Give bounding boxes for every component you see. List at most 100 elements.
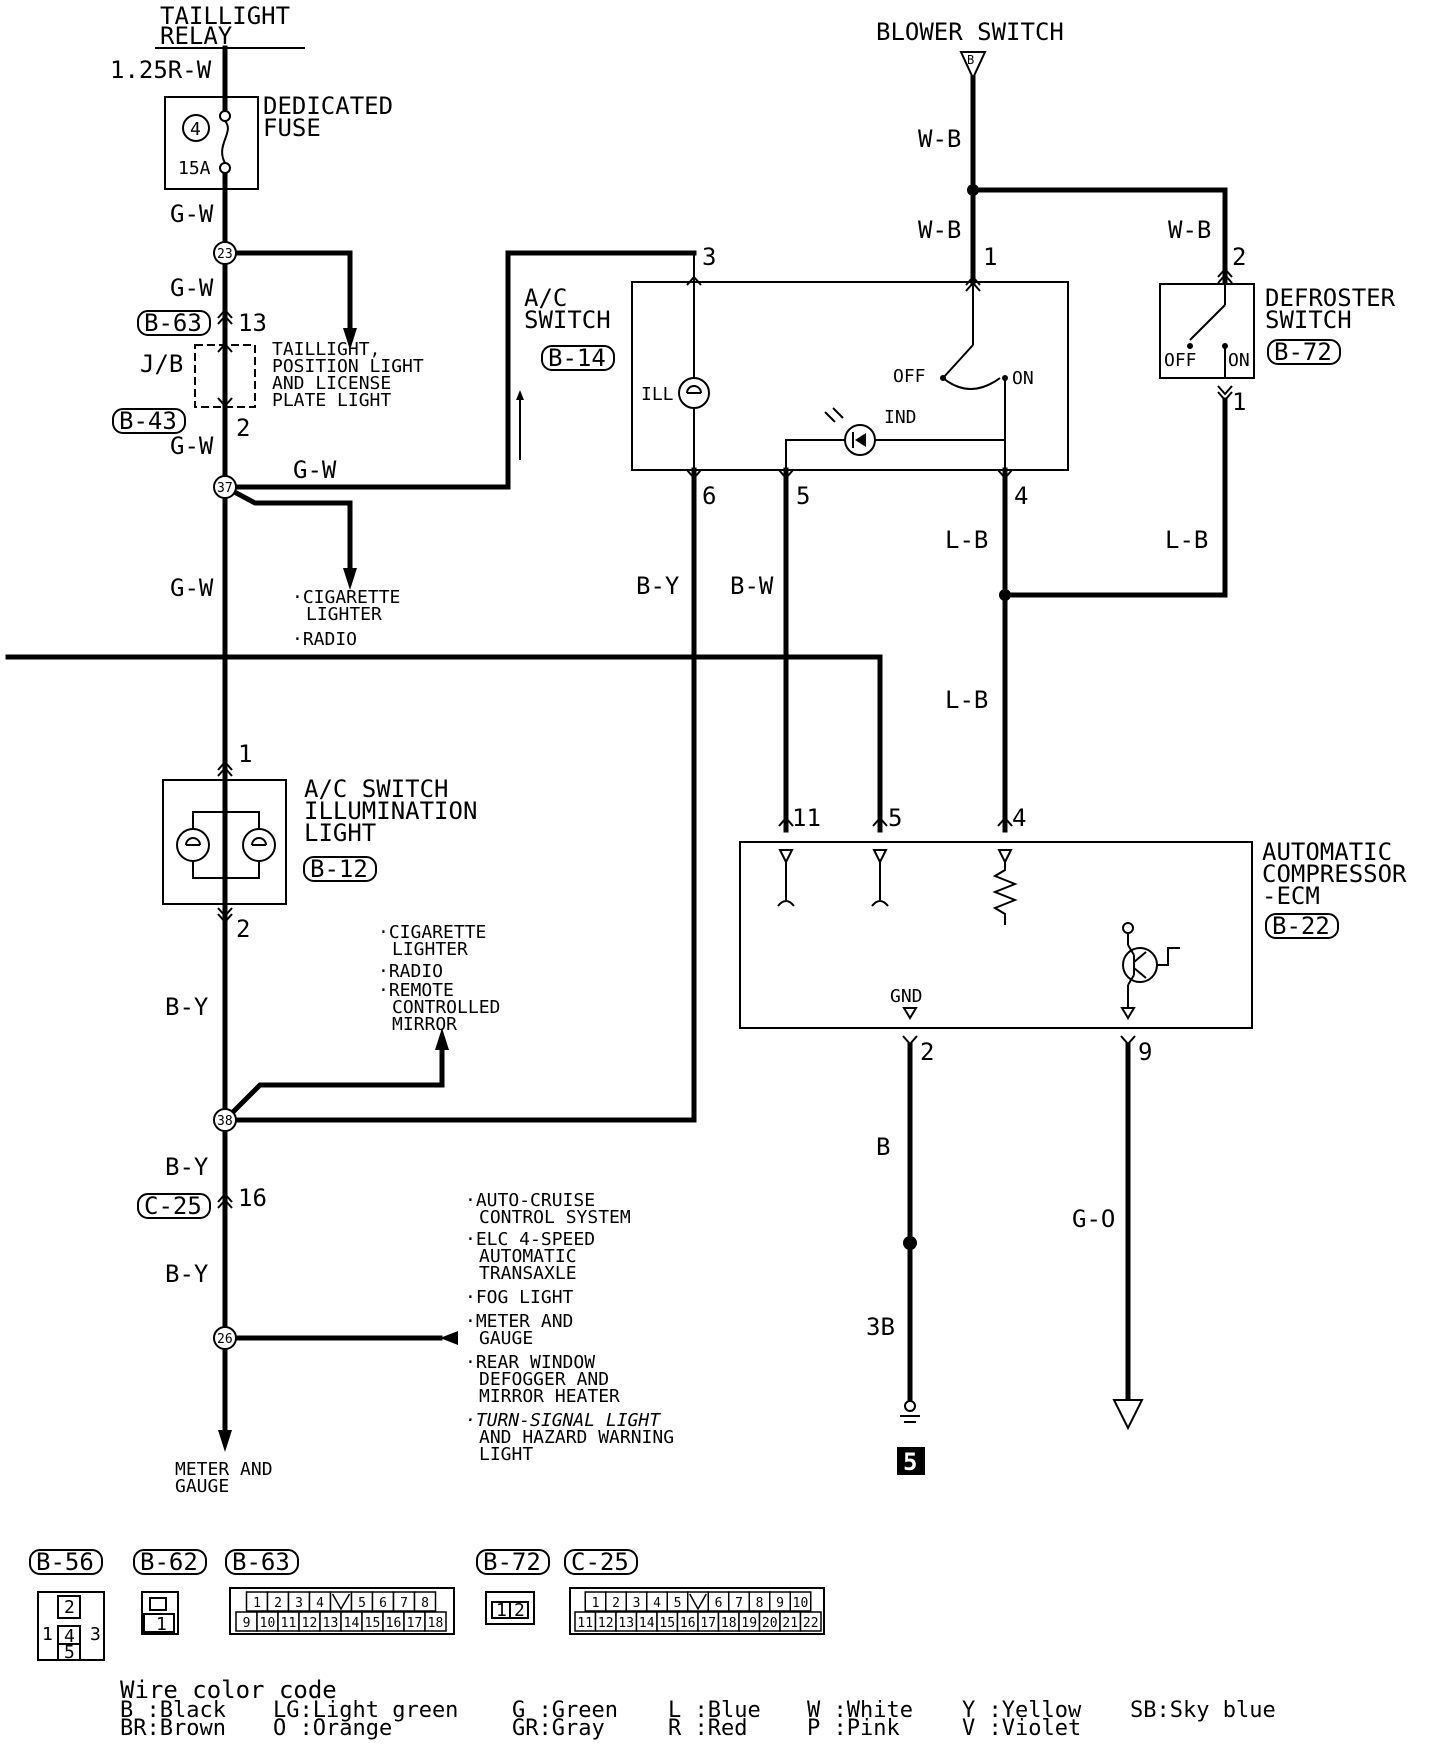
arrows: [218, 328, 524, 1452]
pin-cell: [413, 1591, 437, 1612]
color-code-entry: GR:Gray: [512, 1716, 605, 1741]
pin-label: 7: [735, 1596, 743, 1611]
fuse-rating: 15A: [178, 158, 211, 179]
pin-6: 6: [702, 482, 716, 510]
pin-4a: 4: [1014, 482, 1028, 510]
svg-text:PLATE LIGHT: PLATE LIGHT: [272, 390, 391, 411]
pin-cell: [424, 1611, 447, 1632]
pin-label: 4: [316, 1596, 324, 1611]
pin-label: 11: [577, 1616, 593, 1631]
color-code-entry: B :Black: [120, 1698, 226, 1723]
svg-text:AUTOMATIC: AUTOMATIC: [479, 1246, 577, 1267]
wire-gw-to-ac-switch: [222, 250, 697, 490]
color-code-entry: BR:Brown: [120, 1716, 226, 1741]
pin-label: 20: [762, 1616, 778, 1631]
pin-9: 9: [1138, 1038, 1152, 1066]
svg-text:·REMOTE: ·REMOTE: [378, 980, 454, 1001]
svg-text:C-25: C-25: [144, 1192, 202, 1220]
pin-3: 3: [702, 243, 716, 271]
svg-text:TAILLIGHT,: TAILLIGHT,: [272, 339, 380, 360]
wires: [5, 45, 1228, 1443]
wire-label-gw-1: G-W: [170, 200, 214, 228]
color-code-entry: L :Blue: [668, 1698, 761, 1723]
pin-label: 19: [741, 1616, 757, 1631]
color-code-entry: SB:Sky blue: [1130, 1698, 1276, 1723]
svg-text:MIRROR HEATER: MIRROR HEATER: [479, 1386, 620, 1407]
wire-label-by-1: B-Y: [165, 993, 209, 1021]
pin-label: 17: [700, 1616, 716, 1631]
svg-text:IND: IND: [884, 407, 917, 428]
arrow-26: [440, 1331, 458, 1345]
svg-text:1: 1: [42, 1624, 53, 1645]
pin-label: 7: [400, 1596, 408, 1611]
ac-switch: A/C SWITCH B-14 ILL 3 6 IND 5 OFF ON 1: [524, 243, 1069, 510]
connector-c25: C-25 16: [137, 1184, 267, 1220]
arrow-meter: [218, 1430, 232, 1452]
svg-text:LIGHT: LIGHT: [479, 1444, 533, 1465]
pin-label: 8: [421, 1596, 429, 1611]
defroster-switch: 2 OFF ON 1 DEFROSTER SWITCH B-72: [1159, 243, 1396, 416]
ac-illumination-light: 1 A/C SWITCH ILLUMINATION LIGHT B-12 2: [162, 740, 477, 943]
wire-label-by-4: B-Y: [636, 572, 680, 600]
svg-text:CONTROLLED: CONTROLLED: [392, 997, 500, 1018]
pin-2a: 2: [236, 414, 250, 442]
wire-label-125rw: 1.25R-W: [110, 56, 212, 84]
wire-label-wb-2: W-B: [918, 216, 961, 244]
pin-label: 14: [344, 1616, 360, 1631]
arrow-taillight: [343, 328, 357, 350]
svg-text:·CIGARETTE: ·CIGARETTE: [378, 922, 486, 943]
svg-text:B-63: B-63: [144, 309, 202, 337]
wire-wb-defroster: [970, 187, 1228, 285]
pin-label: 3: [295, 1596, 303, 1611]
svg-text:B-43: B-43: [119, 407, 177, 435]
svg-text:37: 37: [217, 481, 233, 496]
wire-label-gw-4: G-W: [293, 456, 337, 484]
svg-text:23: 23: [217, 247, 233, 262]
wire-lb-defroster: [1002, 397, 1228, 598]
svg-text:·ELC 4-SPEED: ·ELC 4-SPEED: [465, 1229, 595, 1250]
pin-11: 11: [792, 804, 821, 832]
svg-text:ON: ON: [1228, 350, 1250, 371]
svg-text:DEFROSTER: DEFROSTER: [1265, 284, 1396, 312]
pin-cell: [799, 1611, 822, 1632]
color-code-entry: Y :Yellow: [962, 1698, 1082, 1723]
pin-label: 18: [721, 1616, 737, 1631]
svg-text:·FOG LIGHT: ·FOG LIGHT: [465, 1287, 574, 1308]
pin-2c: 2: [1232, 243, 1246, 271]
pin-label: 3: [633, 1596, 641, 1611]
pin-label: 2: [274, 1596, 282, 1611]
wire-branch-taillight: [222, 250, 353, 333]
junction-38: 38: [213, 1108, 237, 1132]
color-code-entry: V :Violet: [962, 1716, 1081, 1741]
svg-text:1: 1: [156, 1614, 167, 1635]
wire-label-wb-3: W-B: [1168, 216, 1211, 244]
svg-text:·RADIO: ·RADIO: [292, 629, 357, 650]
wire-label-lb-3: L-B: [945, 686, 988, 714]
pin-label: 17: [407, 1616, 423, 1631]
pin-label: 6: [715, 1596, 723, 1611]
color-code-entry: LG:Light green: [273, 1698, 458, 1723]
pin-5b: 5: [888, 804, 902, 832]
svg-text:ILL: ILL: [641, 384, 674, 405]
pin-label: 5: [674, 1596, 682, 1611]
fuse-label-2: FUSE: [263, 114, 321, 142]
svg-text:B-72: B-72: [1274, 338, 1332, 366]
pin-label: 1: [253, 1596, 261, 1611]
svg-text:GND: GND: [890, 986, 923, 1007]
fuse-label-1: DEDICATED: [263, 92, 393, 120]
pin-2b: 2: [236, 915, 250, 943]
relay-label-1: TAILLIGHT: [160, 2, 290, 30]
pin-label: 12: [302, 1616, 318, 1631]
wire-color-code: Wire color code B :BlackBR:BrownLG:Light…: [120, 1676, 1276, 1741]
svg-text:5: 5: [903, 1448, 917, 1476]
svg-text:38: 38: [217, 1114, 233, 1129]
junction-block: J/B: [140, 342, 256, 408]
pin-label: 21: [782, 1616, 798, 1631]
svg-text:METER AND: METER AND: [175, 1459, 273, 1480]
ground-5: 5: [897, 1400, 925, 1476]
taillight-branch-label: TAILLIGHT, POSITION LIGHT AND LICENSE PL…: [272, 339, 424, 411]
svg-text:-ECM: -ECM: [1262, 882, 1320, 910]
wire-branch-mirror: [221, 1042, 445, 1124]
svg-text:AUTOMATIC: AUTOMATIC: [1262, 838, 1392, 866]
svg-text:B-14: B-14: [548, 344, 606, 372]
